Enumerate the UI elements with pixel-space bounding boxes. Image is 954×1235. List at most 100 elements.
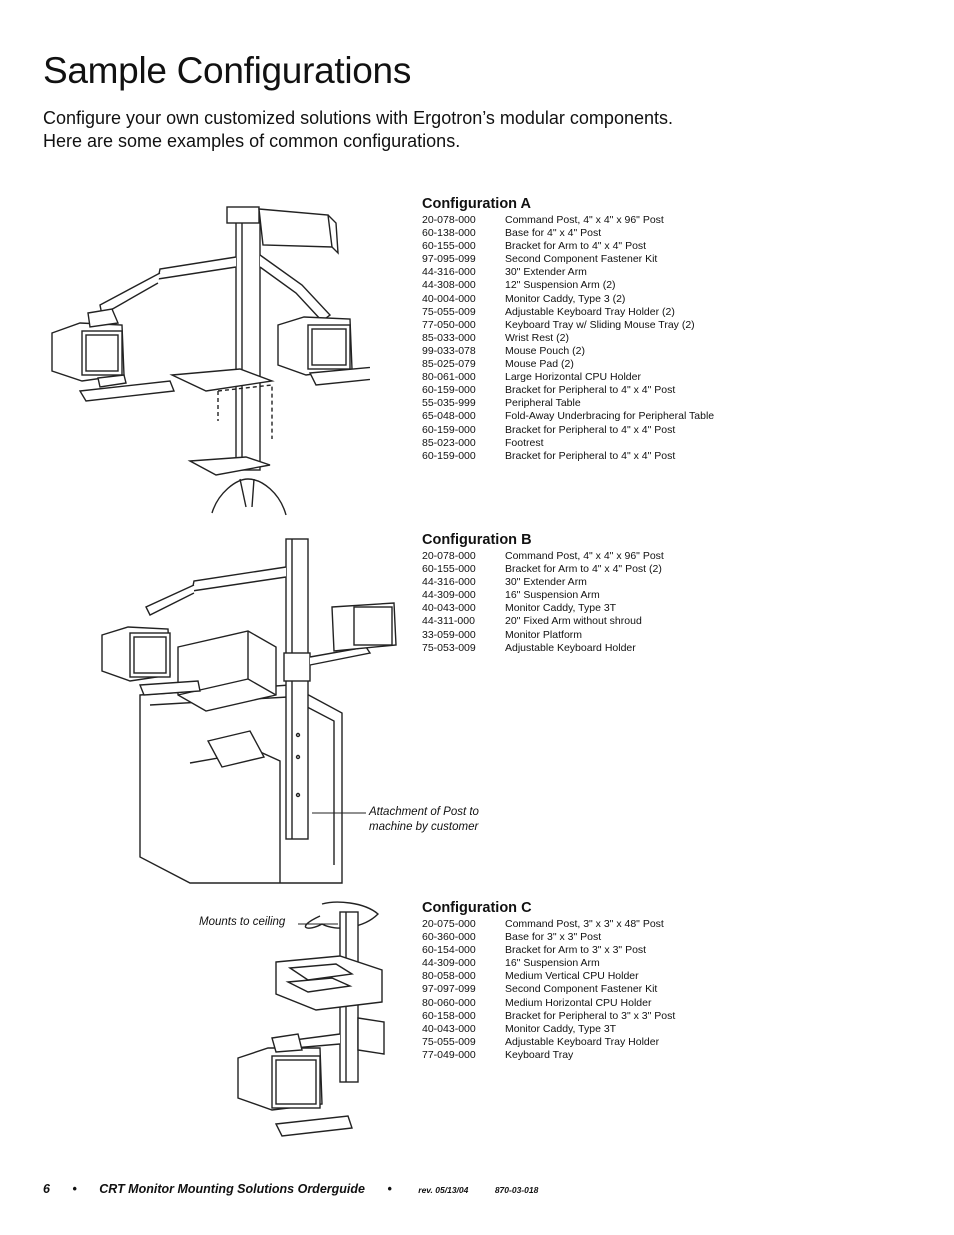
part-description: Monitor Caddy, Type 3T: [505, 1022, 617, 1035]
document-code: 870-03-018: [494, 1185, 539, 1195]
part-number: 20-078-000: [422, 214, 476, 226]
part-description: 12" Suspension Arm (2): [505, 279, 616, 292]
part-number: 44-308-000: [422, 279, 476, 292]
part-description: Keyboard Tray w/ Sliding Mouse Tray (2): [505, 318, 695, 331]
part-number: 97-095-099: [422, 253, 476, 266]
part-description: Wrist Rest (2): [505, 331, 569, 344]
part-description: Command Post, 4" x 4" x 96" Post: [505, 214, 664, 226]
part-row: 77-049-000 Keyboard Tray: [422, 1049, 752, 1062]
part-row: 44-309-000 16" Suspension Arm: [422, 589, 752, 602]
configuration-b-drawing: [98, 535, 398, 885]
part-description: Large Horizontal CPU Holder: [505, 371, 641, 384]
configuration-b: Configuration B 20-078-000 Command Post, …: [422, 532, 752, 655]
part-description: 20" Fixed Arm without shroud: [505, 615, 642, 628]
part-description: Bracket for Arm to 3" x 3" Post: [505, 944, 647, 957]
part-description: Medium Vertical CPU Holder: [505, 970, 639, 983]
intro-paragraph: Configure your own customized solutions …: [43, 107, 843, 153]
part-number: 85-033-000: [422, 331, 476, 344]
part-description: Monitor Platform: [505, 628, 583, 641]
part-description: Bracket for Peripheral to 4" x 4" Post: [505, 384, 676, 397]
part-description: Command Post, 3" x 3" x 48" Post: [505, 918, 664, 930]
part-description: 16" Suspension Arm: [505, 957, 600, 970]
part-number: 77-049-000: [422, 1048, 476, 1061]
part-number: 75-055-009: [422, 1035, 476, 1048]
part-description: Bracket for Peripheral to 3" x 3" Post: [505, 1009, 676, 1022]
part-description: Command Post, 4" x 4" x 96" Post: [505, 550, 664, 562]
configuration-heading: Configuration C: [422, 900, 532, 916]
part-number: 80-061-000: [422, 371, 476, 384]
part-row: 20-078-000 Command Post, 4" x 4" x 96" Po…: [422, 550, 752, 563]
part-row: 75-055-009 Adjustable Keyboard Tray Holde…: [422, 306, 752, 319]
parts-list: 20-078-000 Command Post, 4" x 4" x 96" Po…: [422, 214, 752, 463]
configuration-heading: Configuration B: [422, 532, 532, 548]
part-number: 97-097-099: [422, 983, 476, 996]
page-title: Sample Configurations: [43, 50, 412, 91]
intro-line: Here are some examples of common configu…: [43, 131, 461, 151]
part-description: Second Component Fastener Kit: [505, 253, 658, 266]
part-number: 99-033-078: [422, 344, 476, 357]
part-description: Second Component Fastener Kit: [505, 983, 658, 996]
part-row: 40-004-000 Monitor Caddy, Type 3 (2): [422, 293, 752, 306]
bullet-separator: •: [387, 1182, 392, 1196]
part-number: 80-060-000: [422, 996, 476, 1009]
guide-title: CRT Monitor Mounting Solutions Orderguid…: [99, 1182, 365, 1196]
part-description: Monitor Caddy, Type 3 (2): [505, 292, 626, 305]
part-number: 65-048-000: [422, 410, 476, 423]
part-description: Monitor Caddy, Type 3T: [505, 602, 617, 615]
part-row: 44-311-000 20" Fixed Arm without shroud: [422, 615, 752, 628]
part-description: 30" Extender Arm: [505, 266, 587, 279]
part-description: Bracket for Arm to 4" x 4" Post (2): [505, 563, 662, 576]
callout-attachment: Attachment of Post to machine by custome…: [369, 805, 479, 835]
part-description: Adjustable Keyboard Tray Holder: [505, 1035, 660, 1048]
callout-ceiling: Mounts to ceiling: [199, 915, 285, 930]
configuration-a-drawing: [40, 195, 370, 525]
part-number: 55-035-999: [422, 397, 476, 410]
part-description: Base for 4" x 4" Post: [505, 227, 602, 240]
part-description: Keyboard Tray: [505, 1048, 574, 1061]
bullet-separator: •: [72, 1182, 77, 1196]
part-description: 16" Suspension Arm: [505, 589, 600, 602]
part-description: Bracket for Arm to 4" x 4" Post: [505, 240, 647, 253]
part-number: 44-309-000: [422, 589, 476, 602]
part-row: 80-061-000 Large Horizontal CPU Holder: [422, 371, 752, 384]
part-description: Mouse Pouch (2): [505, 344, 585, 357]
part-number: 75-055-009: [422, 305, 476, 318]
part-row: 60-138-000 Base for 4" x 4" Post: [422, 227, 752, 240]
parts-list: 20-078-000 Command Post, 4" x 4" x 96" Po…: [422, 550, 752, 655]
part-row: 97-095-099 Second Component Fastener Kit: [422, 253, 752, 266]
part-description: Mouse Pad (2): [505, 358, 574, 371]
part-description: 30" Extender Arm: [505, 576, 587, 589]
part-description: Bracket for Peripheral to 4" x 4" Post: [505, 449, 676, 462]
part-row: 20-078-000 Command Post, 4" x 4" x 96" Po…: [422, 214, 752, 227]
part-number: 60-360-000: [422, 931, 476, 944]
part-number: 20-078-000: [422, 550, 476, 562]
part-number: 85-023-000: [422, 436, 476, 449]
part-number: 40-004-000: [422, 292, 476, 305]
part-description: Adjustable Keyboard Tray Holder (2): [505, 305, 675, 318]
part-number: 75-053-009: [422, 641, 476, 654]
callout-line: machine by customer: [369, 821, 479, 833]
part-number: 60-138-000: [422, 227, 476, 240]
part-number: 40-043-000: [422, 602, 476, 615]
part-row: 75-055-009 Adjustable Keyboard Tray Holde…: [422, 1036, 752, 1049]
part-row: 97-097-099 Second Component Fastener Kit: [422, 983, 752, 996]
revision-date: rev. 05/13/04: [418, 1185, 469, 1195]
page-number: 6: [43, 1182, 50, 1196]
part-number: 44-311-000: [422, 615, 475, 628]
callout-line: Attachment of Post to: [369, 806, 479, 818]
part-number: 77-050-000: [422, 318, 476, 331]
